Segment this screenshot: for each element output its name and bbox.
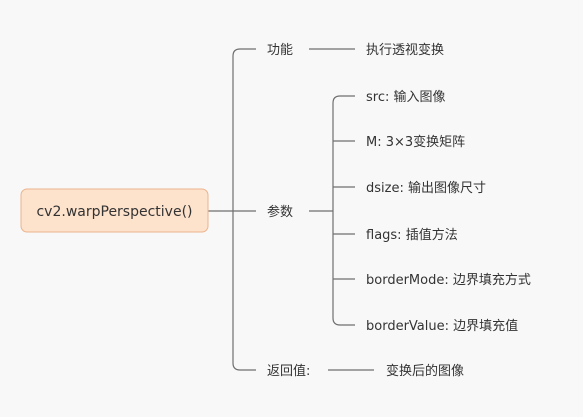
leaf-param-src: src: 输入图像 — [366, 89, 446, 105]
leaf-param-bordervalue: borderValue: 边界填充值 — [366, 318, 518, 334]
leaf-function-description: 执行透视变换 — [366, 42, 444, 58]
leaf-param-dsize: dsize: 输出图像尺寸 — [366, 180, 486, 196]
root-label: cv2.warpPerspective() — [36, 204, 192, 220]
branch-trunk — [232, 48, 256, 371]
root-box — [20, 188, 209, 233]
leaf-param-M: M: 3×3变换矩阵 — [366, 134, 465, 150]
leaf-param-bordermode: borderMode: 边界填充方式 — [366, 272, 531, 288]
leaf-param-flags: flags: 插值方法 — [366, 227, 458, 243]
root-node: cv2.warpPerspective() — [20, 188, 209, 233]
branch-label-return: 返回值: — [267, 363, 310, 379]
params-subtrunk — [332, 95, 355, 326]
leaf-return-description: 变换后的图像 — [386, 363, 464, 379]
branch-label-params: 参数 — [267, 204, 293, 220]
branch-label-function: 功能 — [267, 43, 293, 58]
